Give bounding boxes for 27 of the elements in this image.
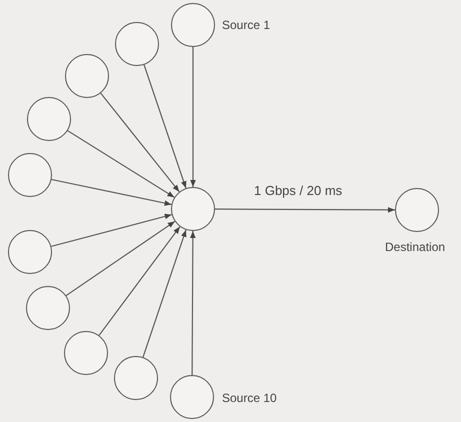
node-circle xyxy=(171,3,215,47)
node-circle xyxy=(395,188,439,232)
node-circle xyxy=(171,187,215,231)
arrow xyxy=(51,178,172,206)
arrow xyxy=(98,226,180,336)
arrow xyxy=(144,64,186,188)
node-circle xyxy=(27,97,71,141)
edge-label: 1 Gbps / 20 ms xyxy=(254,182,342,198)
node-caption: Destination xyxy=(385,240,446,254)
node-circle xyxy=(8,230,52,274)
arrow xyxy=(66,220,176,296)
node-circle xyxy=(65,54,109,98)
arrow xyxy=(51,214,172,247)
node-circle xyxy=(115,22,159,66)
node-caption: Source 1 xyxy=(222,18,270,32)
arrow xyxy=(215,207,395,213)
arrow xyxy=(67,130,175,198)
arrow xyxy=(100,92,180,192)
node-caption: Source 10 xyxy=(222,391,277,405)
node-circle xyxy=(8,153,52,197)
node-circle xyxy=(114,356,158,400)
arrow xyxy=(190,231,196,375)
arrow xyxy=(190,47,196,187)
node-circle xyxy=(26,286,70,330)
node-circle xyxy=(64,331,108,375)
node-circle xyxy=(170,375,214,419)
arrow xyxy=(142,230,186,358)
